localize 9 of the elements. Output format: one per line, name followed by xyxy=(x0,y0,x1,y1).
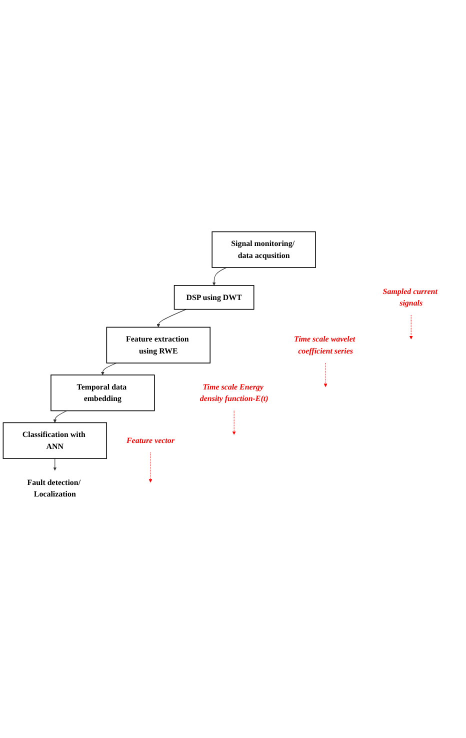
arrow xyxy=(53,458,57,471)
arrow xyxy=(148,452,152,483)
arrow xyxy=(232,410,236,435)
arrow xyxy=(212,267,227,286)
arrow xyxy=(100,362,117,376)
arrow xyxy=(409,315,413,340)
arrow xyxy=(156,309,187,328)
arrow xyxy=(53,410,68,423)
arrow xyxy=(324,362,328,388)
